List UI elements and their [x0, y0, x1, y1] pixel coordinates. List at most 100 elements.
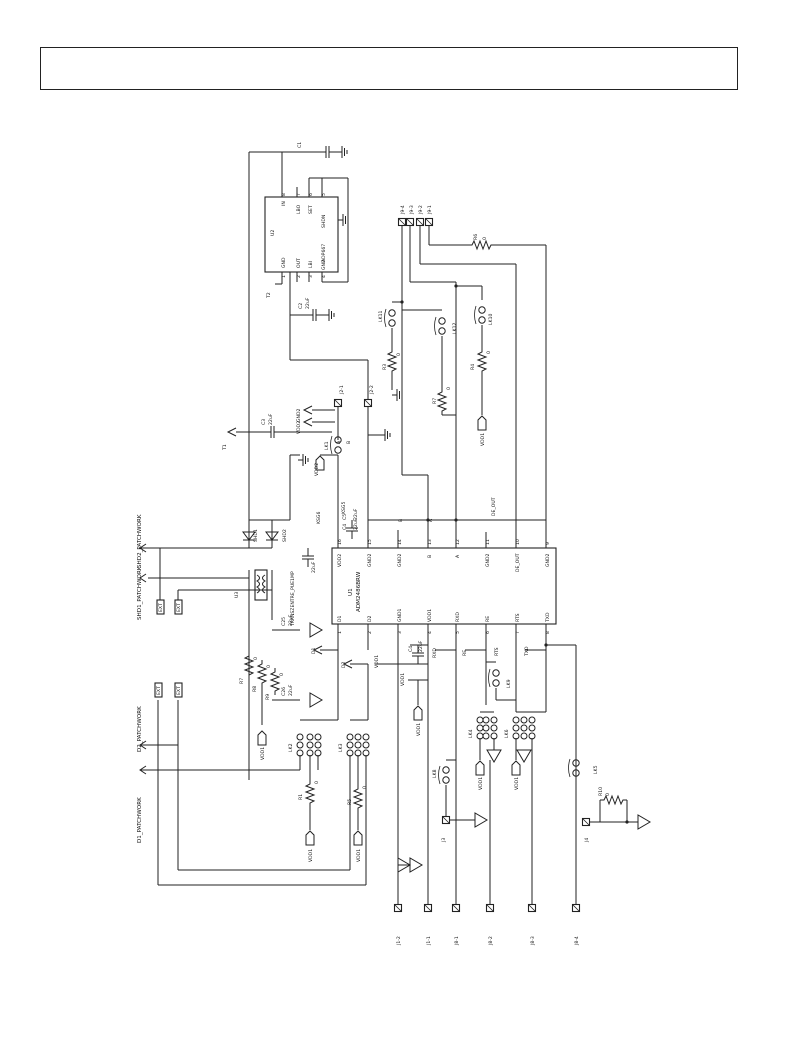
vdd1-tag-r5: VDD1 [356, 849, 362, 862]
u2-pin6-num: 6 [308, 193, 314, 196]
c4-val: 22uF [353, 518, 359, 530]
c4-c5: C4 22uF KSG6 KSG5 C5 22uF 22uF [301, 502, 359, 573]
vdd1-arrow: VDD1 [374, 655, 380, 668]
u1-pin3-name: GND1 [397, 608, 403, 622]
u1-pin12-num: 12 [455, 539, 461, 545]
c4b-val: 22uF [418, 640, 424, 652]
j2-2-label: J2-2 [369, 385, 375, 395]
u1-pin8-num: 8 [545, 631, 551, 634]
lk2-label: LK2 [288, 743, 294, 752]
r7-ref: R7 [432, 398, 438, 404]
u2-pin7-num: 7 [296, 193, 302, 196]
r9-ref: R9 [265, 694, 271, 700]
j8-4-label: J8-4 [574, 936, 580, 946]
c1-ref: C1 [297, 142, 303, 148]
gnd2-arrow-label: GND2 [296, 408, 302, 422]
u1-pin16-name: VDD2 [337, 554, 343, 567]
header-box [40, 47, 738, 90]
vdd1-tag-r1: VDD1 [308, 849, 314, 862]
vdd1-tag-lk4: VDD1 [478, 777, 484, 790]
u2-pin2-num: 2 [296, 275, 302, 278]
u2-pin1-num: 1 [281, 275, 287, 278]
lk5-label: LK5 [593, 765, 599, 774]
shd1-patchwork-label: SHD1_PATCHWORK [137, 566, 143, 620]
r4-val: 0 [486, 351, 492, 354]
vdd1-tag-r4: VDD1 [480, 433, 486, 446]
patchwork-labels: SHD1_PATCHWORK SHD2_PATCHWORK D1_PATCHWO… [137, 514, 183, 843]
u1-pin6-num: 6 [485, 631, 491, 634]
j1-1-label: J1-1 [426, 936, 432, 946]
lk6-label: LK6 [504, 729, 510, 738]
u2-pin6-name: SET [308, 205, 314, 214]
u1-pin16-num: 16 [337, 539, 343, 545]
u2-pin8-name: IN [281, 201, 287, 206]
net-b-label: B [398, 519, 404, 522]
u1-pin7-num: 7 [515, 631, 521, 634]
u2-pin1-name: GND [281, 257, 287, 268]
c-mid-val: 22uF [311, 561, 317, 573]
u1-pin1-name: D1 [337, 615, 343, 622]
t1-label: T1 [222, 444, 228, 451]
u1-pin13-name: B [427, 555, 433, 558]
j8-1-label: J8-1 [454, 936, 460, 946]
shd1-ref: SHD1 [253, 529, 259, 542]
u1-pin5-num: 5 [455, 631, 461, 634]
u1-pin11-num: 11 [485, 539, 491, 545]
d1-net-label: D1 [311, 647, 317, 654]
lk1-label: LK1 [324, 441, 330, 450]
j8-2-label: J8-2 [488, 936, 494, 946]
j4-label: J4 [584, 838, 590, 843]
lk12-label: LK12 [452, 323, 458, 334]
j8-3-label: J8-3 [530, 936, 536, 946]
j1-2-label: J1-2 [396, 936, 402, 946]
lk11-label: LK11 [378, 311, 384, 322]
bottom-connectors: J1-2 J1-1 J8-1 J8-2 J8-3 J8-4 [393, 760, 581, 946]
r7b-val: 0 [253, 657, 259, 660]
u1-pin2-num: 2 [367, 631, 373, 634]
r7-val: 0 [446, 387, 452, 390]
c3-ref: C3 [261, 419, 267, 425]
j9-1-label: J9-1 [427, 205, 433, 215]
u1-pin9-num: 9 [545, 542, 551, 545]
r7b-ref: R7 [239, 678, 245, 684]
termination-links: LK11 R3 0 LK12 R7 0 LK10 R4 0 VDD1 [378, 285, 494, 446]
c3-and-vdd2: C3 22uF T1 GND2 VDD2 [222, 405, 335, 451]
r10-ref: R10 [598, 787, 604, 796]
vdd2-arrow-label: VDD2 [296, 421, 302, 434]
u2-part: ADP667 [321, 244, 327, 262]
re-arrow: RE [462, 650, 468, 656]
u1-ref: U1 [348, 588, 354, 596]
u2-pin5-num: 5 [321, 193, 327, 196]
lk2-lk3: LK2 R1 0 VDD1 LK3 R5 0 VDD1 [140, 650, 370, 886]
j3-label: J3 [441, 838, 447, 843]
rts-arrow: RTS [494, 647, 500, 656]
u1-pin13-num: 13 [427, 539, 433, 545]
de-out-label: DE_OUT [491, 497, 497, 516]
rxd-arrow: RXD [432, 648, 438, 658]
c4-ref: C4 [342, 524, 348, 530]
u1-pin8-name: TXD [545, 612, 551, 623]
u3-ref: U3 [234, 592, 240, 598]
lk3-label: LK3 [338, 743, 344, 752]
vdd2-tag-label: VDD2 [314, 463, 320, 476]
r6-val: 0 [482, 237, 488, 240]
net-a-label: A [428, 518, 434, 522]
r8-val: 0 [266, 665, 272, 668]
vdd1-arrow-2: VDD1 [400, 673, 406, 686]
u1-pin6-name: RE [485, 616, 491, 622]
u1-pin3-num: 3 [397, 631, 403, 634]
u1-pin5-name: RXD [455, 612, 461, 622]
r3-val: 0 [396, 353, 402, 356]
u1-pin7-name: RTS [515, 613, 521, 622]
ext-box-2: EXT [176, 603, 182, 612]
r1-val: 0 [314, 781, 320, 784]
c4b-ref: C4 [408, 646, 414, 652]
u1-pin1-num: 1 [337, 631, 343, 634]
u1-pin10-name: DE_OUT [515, 553, 521, 572]
j2-1-label: J2-1 [339, 385, 345, 395]
u2-pin4-name: GND [321, 259, 327, 270]
u2-pin3-name: LBI [308, 261, 314, 268]
lower-links: LK4 VDD1 LK6 VDD1 LK8 J3 LK5 J4 [432, 711, 651, 890]
u1-part: ADM2486BRW [356, 571, 362, 612]
